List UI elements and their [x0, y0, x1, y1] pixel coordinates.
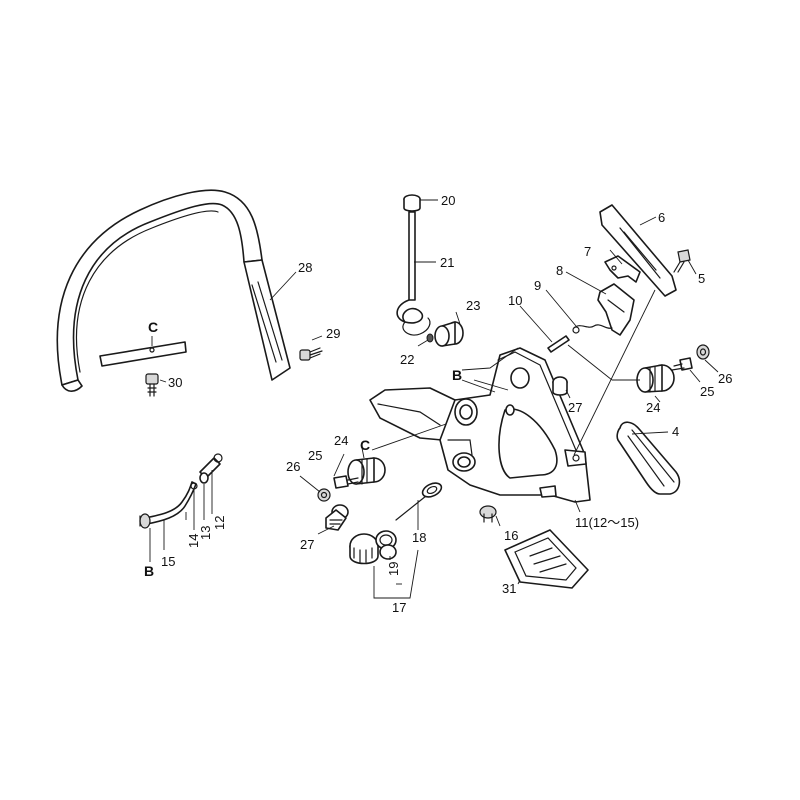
callout-23: 23 [466, 298, 480, 313]
screw-29 [299, 347, 323, 361]
callout-22: 22 [400, 352, 414, 367]
nozzle-22 [426, 333, 434, 343]
callout-7: 7 [584, 244, 591, 259]
reference-letters: B B C C [144, 319, 462, 579]
callout-5: 5 [698, 271, 705, 286]
screw-25-left [333, 475, 359, 489]
callout-20: 20 [441, 193, 455, 208]
strainer-12-13 [199, 453, 223, 484]
callout-26-left: 26 [286, 459, 300, 474]
callout-24-left: 24 [334, 433, 348, 448]
chain-guard-6 [599, 204, 677, 297]
callout-9: 9 [534, 278, 541, 293]
plate-31 [504, 529, 589, 589]
callout-14: 14 [186, 534, 201, 548]
oil-filter-23 [434, 321, 464, 347]
callout-30: 30 [168, 375, 182, 390]
callout-numbers: 20 21 28 6 5 7 8 9 10 23 22 29 30 27 24 … [161, 193, 732, 615]
callout-26-right: 26 [718, 371, 732, 386]
rubber-mount-24-left [347, 457, 386, 485]
callout-4: 4 [672, 424, 679, 439]
crankcase-body-11 [369, 347, 591, 503]
bolt-5 [673, 249, 691, 273]
callout-28: 28 [298, 260, 312, 275]
screw-25-right [671, 357, 693, 371]
callout-17: 17 [392, 600, 406, 615]
bracket-8 [597, 283, 635, 336]
oil-pipe-21 [396, 211, 431, 336]
dipstick-18 [395, 482, 443, 521]
callout-27-top: 27 [568, 400, 582, 415]
grommet-20 [403, 194, 421, 212]
cap-gasket [379, 544, 397, 560]
callout-11: 11(12～15) [575, 515, 639, 530]
callout-21: 21 [440, 255, 454, 270]
callout-6: 6 [658, 210, 665, 225]
lever-7 [604, 255, 641, 283]
leader-lines [149, 199, 719, 599]
screw-30 [145, 373, 159, 397]
callout-8: 8 [556, 263, 563, 278]
callout-13: 13 [198, 526, 213, 540]
washer-26-right [696, 344, 710, 360]
callout-18: 18 [412, 530, 426, 545]
hand-guard-4 [616, 421, 681, 495]
pin-10 [547, 335, 570, 353]
callout-24-right: 24 [646, 400, 660, 415]
washer-26-left [317, 488, 331, 502]
callout-12: 12 [212, 516, 227, 530]
callout-27-bottom: 27 [300, 537, 314, 552]
callout-19: 19 [386, 562, 401, 576]
callout-10: 10 [508, 293, 522, 308]
callout-29: 29 [326, 326, 340, 341]
plug-16 [479, 505, 497, 523]
bushing-27-bottom [325, 504, 349, 531]
callout-25-left: 25 [308, 448, 322, 463]
rubber-mount-24-right [636, 364, 675, 393]
ref-b-bottom: B [144, 563, 154, 579]
spring-9 [572, 324, 613, 334]
callout-25-right: 25 [700, 384, 714, 399]
bushing-27-top [552, 376, 568, 396]
callout-16: 16 [504, 528, 518, 543]
callout-31: 31 [502, 581, 516, 596]
oil-hose-15 [139, 481, 197, 529]
ref-c-handle: C [148, 319, 158, 335]
tank-cap-17 [349, 533, 379, 565]
clip-14 [190, 482, 198, 490]
ref-c-body: C [360, 437, 370, 453]
callout-15: 15 [161, 554, 175, 569]
ref-b-top: B [452, 367, 462, 383]
rotated-callouts: 14 13 12 19 [186, 516, 401, 576]
front-handle-bar [56, 189, 291, 392]
